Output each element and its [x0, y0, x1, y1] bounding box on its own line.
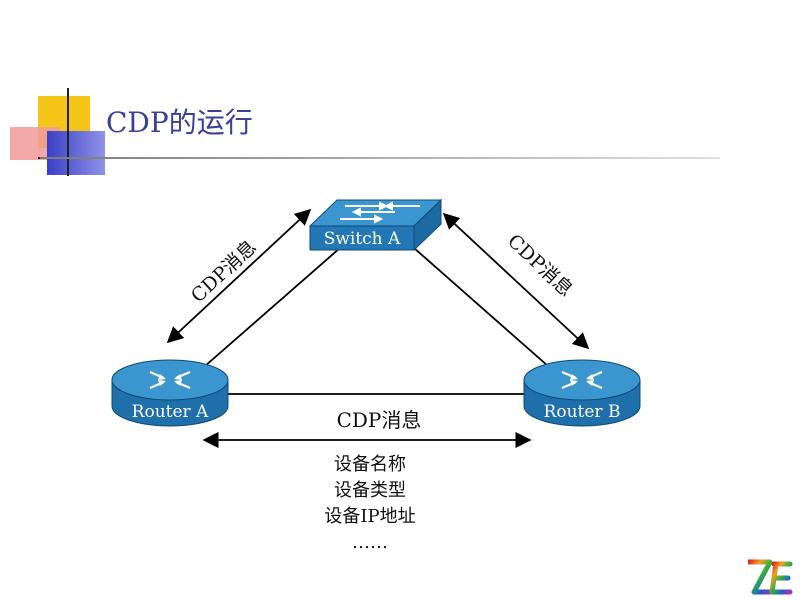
- switch-a-label: Switch A: [324, 229, 401, 249]
- cdp-info-list: 设备名称 设备类型 设备IP地址 ……: [300, 452, 440, 556]
- router-icon: [111, 359, 229, 401]
- switch-a: Switch A: [308, 198, 443, 252]
- slide-title: CDP的运行: [106, 106, 253, 139]
- router-a: Router A: [111, 359, 229, 427]
- cdp-message-label-bottom: CDP消息: [337, 408, 422, 432]
- info-item-device-type: 设备类型: [334, 480, 406, 501]
- cdp-arrow-right: [442, 212, 590, 350]
- info-item-ellipsis: ……: [352, 532, 388, 553]
- logo-icon: [748, 559, 793, 595]
- info-item-device-name: 设备名称: [334, 454, 406, 475]
- deco-vertical-line: [67, 88, 69, 176]
- router-a-label: Router A: [132, 402, 209, 422]
- router-b-label: Router B: [544, 402, 621, 422]
- cdp-message-label-right: CDP消息: [503, 230, 577, 301]
- deco-square-blue: [47, 131, 105, 175]
- router-icon: [523, 359, 641, 401]
- router-b: Router B: [523, 359, 641, 427]
- title-divider: [40, 157, 720, 159]
- cdp-message-label-left: CDP消息: [187, 236, 261, 307]
- info-item-device-ip: 设备IP地址: [324, 506, 416, 527]
- cdp-arrow-left: [166, 208, 312, 344]
